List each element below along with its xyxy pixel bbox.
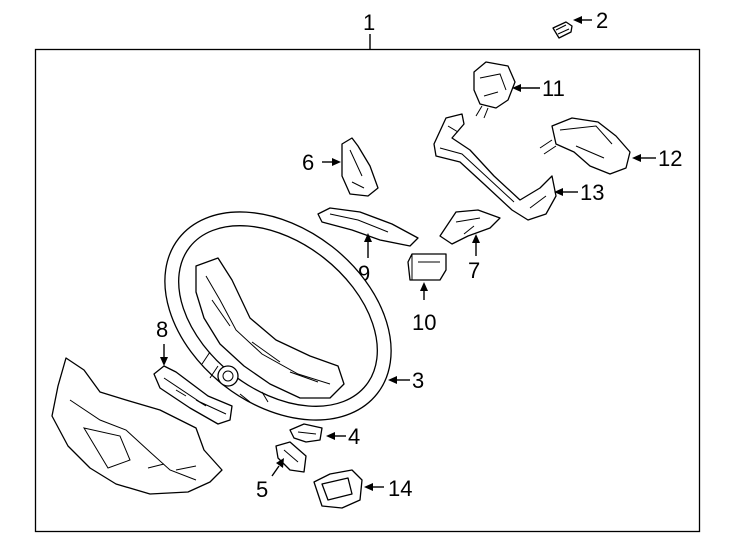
callout-7: 7: [468, 258, 480, 283]
callout-11: 11: [542, 76, 565, 101]
callout-3: 3: [412, 368, 424, 393]
part-lower-cover: [51, 357, 223, 495]
callout-12: 12: [658, 146, 682, 171]
part-clip-4: [289, 423, 323, 443]
callout-6: 6: [302, 150, 314, 175]
part-cover-7: [439, 209, 501, 245]
callout-1: 1: [363, 10, 375, 35]
leader-5: [271, 465, 280, 477]
callout-13: 13: [580, 180, 604, 205]
part-cover-9: [317, 207, 419, 247]
part-block-10: [407, 253, 447, 281]
part-clip-5: [275, 441, 307, 473]
part-switch-12: [539, 117, 631, 175]
callout-2: 2: [596, 8, 608, 33]
callout-14: 14: [388, 476, 412, 501]
part-steering-wheel-3: [164, 211, 392, 421]
callout-5: 5: [256, 477, 268, 502]
part-cover-6: [341, 137, 379, 197]
callout-4: 4: [348, 424, 360, 449]
part-bezel-14: [313, 469, 363, 509]
callout-10: 10: [412, 310, 436, 335]
part-bracket-8: [153, 365, 233, 425]
part-switch-11: [473, 61, 516, 119]
part-bolt-2: [552, 21, 573, 39]
assembly-frame: [34, 48, 701, 533]
callout-8: 8: [156, 317, 168, 342]
part-harness-13: [433, 113, 557, 221]
